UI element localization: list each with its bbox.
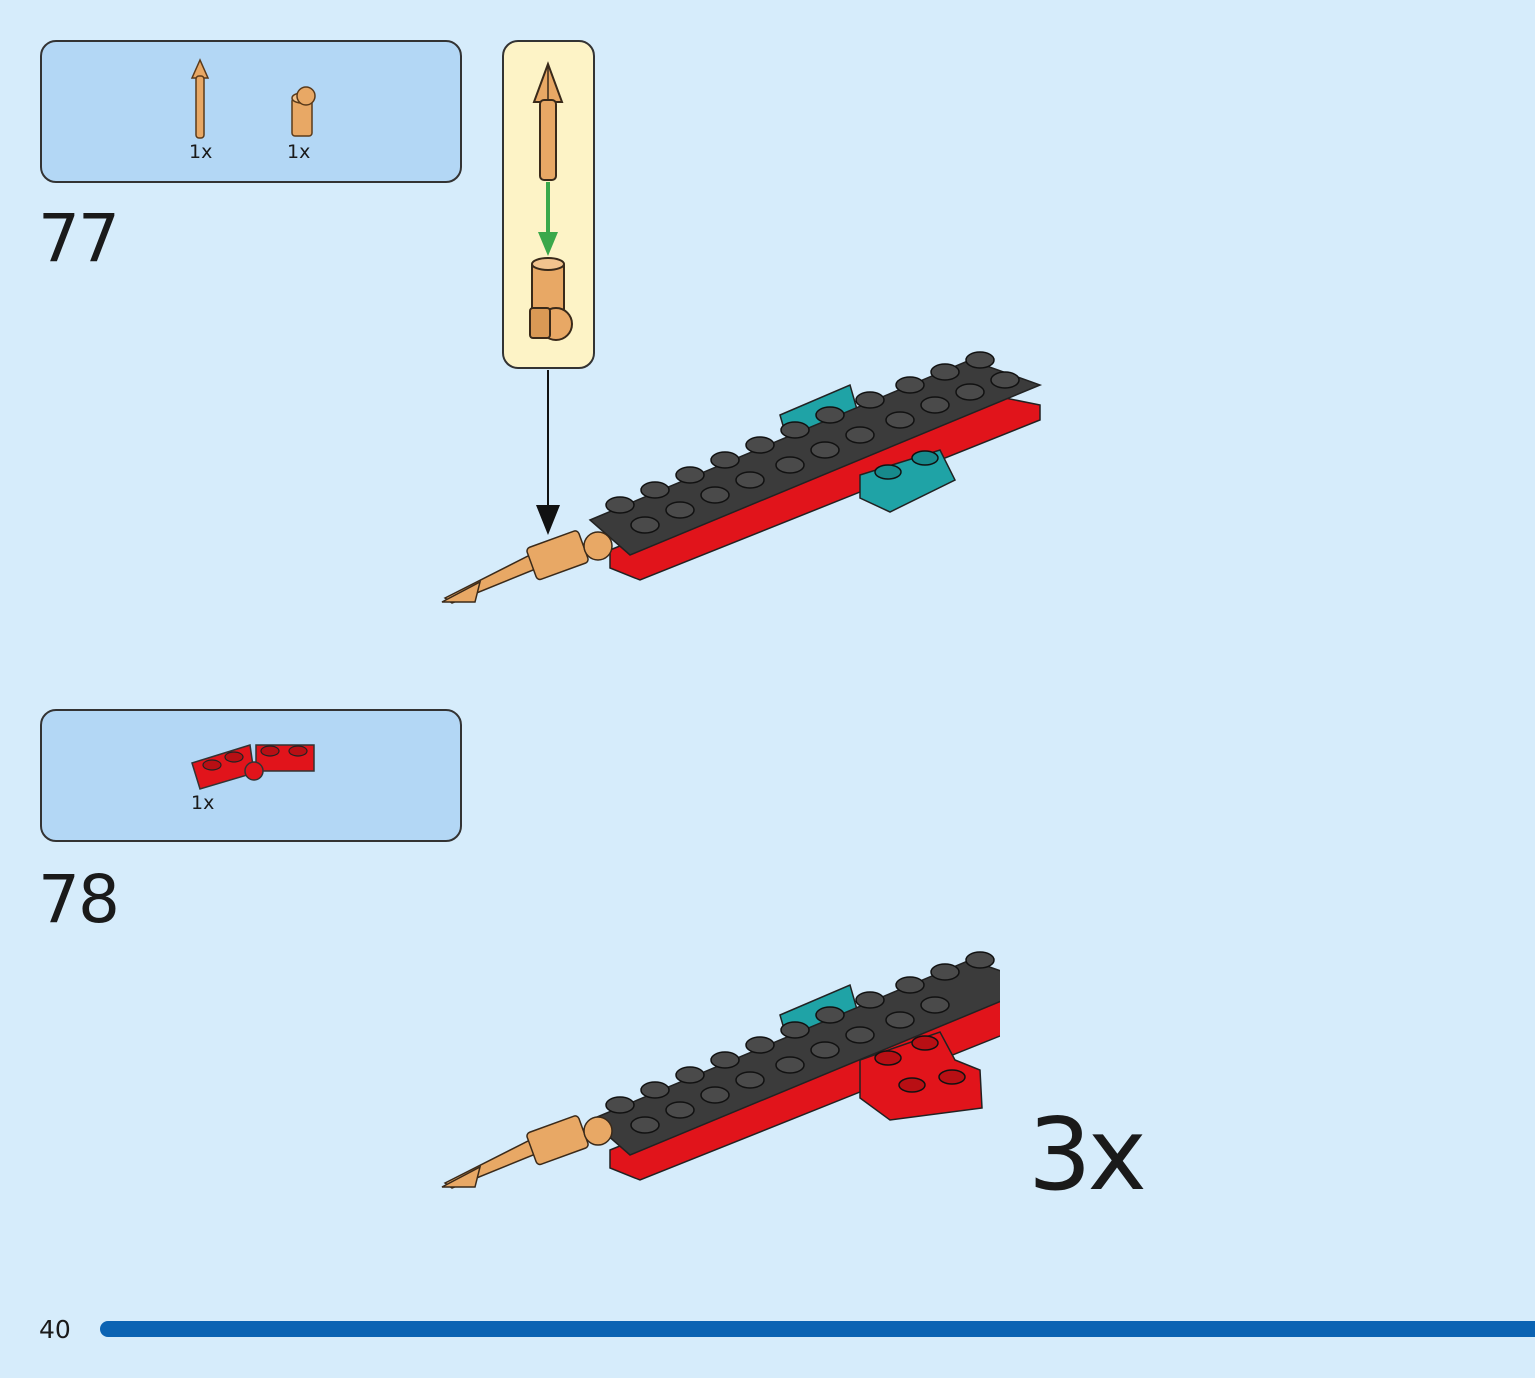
red-hinge-plate-part-icon	[191, 744, 315, 790]
parts-box-step-77: 1x 1x	[40, 40, 462, 183]
step-number-78: 78	[38, 861, 120, 938]
callout-assembly-illustration	[529, 61, 573, 341]
gold-arrow-part-icon	[190, 58, 210, 139]
part-qty-arrow: 1x	[189, 141, 213, 163]
parts-box-step-78: 1x	[40, 709, 462, 842]
part-qty-clip: 1x	[287, 141, 311, 163]
model-step-77	[441, 351, 1043, 604]
page-number: 40	[39, 1315, 71, 1344]
part-qty-hinge-plate: 1x	[191, 792, 215, 814]
sub-assembly-callout	[502, 40, 595, 369]
repeat-multiplier: 3x	[1028, 1096, 1147, 1213]
step-number-77: 77	[38, 200, 120, 277]
page-progress-bar	[100, 1321, 1535, 1337]
model-step-78	[441, 951, 1000, 1189]
gold-clip-part-icon	[291, 86, 316, 137]
